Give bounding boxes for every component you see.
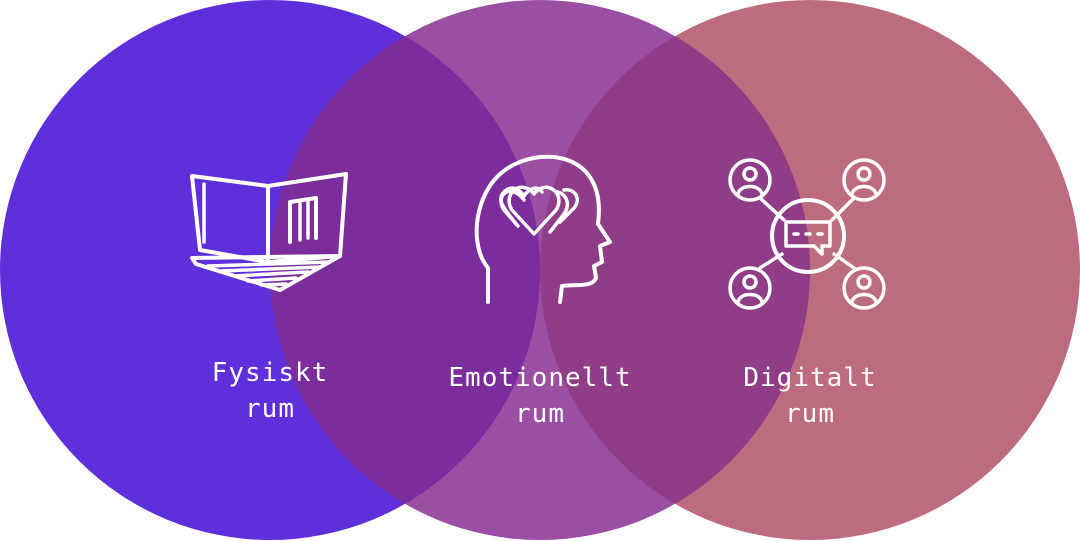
label-digital-line2: rum: [785, 399, 835, 429]
label-digital-line1: Digitalt: [743, 363, 876, 393]
room-icon: [190, 172, 348, 292]
head-hearts-icon: [474, 154, 612, 304]
overlap-left-middle: [270, 0, 540, 540]
label-physical-line2: rum: [245, 394, 295, 424]
label-physical-line1: Fysiskt: [212, 358, 329, 388]
label-emotional-line2: rum: [515, 399, 565, 429]
network-people-icon: [728, 158, 886, 310]
label-emotional-line1: Emotionellt: [448, 363, 631, 393]
overlap-middle-right: [540, 0, 810, 540]
